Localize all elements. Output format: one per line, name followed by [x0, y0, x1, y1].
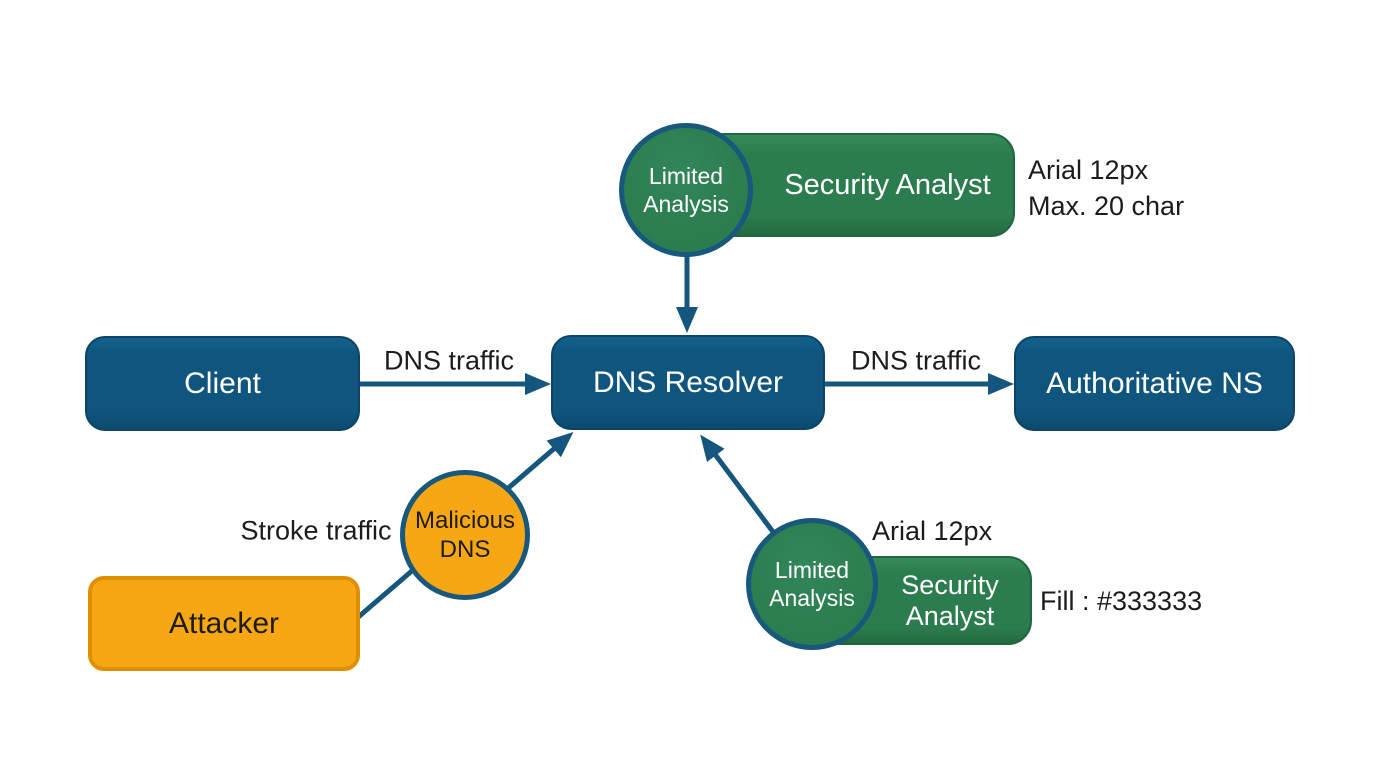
authoritative-ns-label: Authoritative NS: [1046, 366, 1263, 400]
node-malicious-dns: Malicious DNS: [400, 470, 530, 600]
annotation-top-maxchar-line: Max. 20 char: [1028, 191, 1185, 221]
node-authoritative-ns: Authoritative NS: [1014, 336, 1295, 431]
edge-label-dns-traffic-left: DNS traffic: [383, 345, 515, 376]
node-limited-analysis-bottom: Limited Analysis: [746, 518, 878, 650]
annotation-top-font-line: Arial 12px: [1028, 155, 1149, 185]
security-analyst-bottom-label: Security Analyst: [901, 569, 999, 631]
node-attacker: Attacker: [88, 576, 360, 671]
malicious-dns-label: Malicious DNS: [414, 506, 516, 563]
node-client: Client: [85, 336, 360, 431]
dns-resolver-label: DNS Resolver: [592, 365, 784, 399]
node-limited-analysis-top: Limited Analysis: [619, 123, 753, 257]
client-label: Client: [184, 366, 261, 400]
annotation-fill-color: Fill : #333333: [1040, 586, 1203, 616]
limited-analysis-bottom-label: Limited Analysis: [769, 556, 855, 611]
limited-analysis-top-label: Limited Analysis: [643, 162, 729, 217]
security-analyst-top-label: Security Analyst: [784, 168, 991, 201]
edge-label-stroke-traffic: Stroke traffic: [240, 515, 392, 546]
annotation-font-bottom: Arial 12px: [872, 516, 993, 546]
annotation-font-top: Arial 12px Max. 20 char: [1028, 152, 1184, 224]
edge-label-dns-traffic-right: DNS traffic: [850, 345, 982, 376]
attacker-label: Attacker: [168, 606, 280, 640]
node-dns-resolver: DNS Resolver: [551, 335, 825, 430]
